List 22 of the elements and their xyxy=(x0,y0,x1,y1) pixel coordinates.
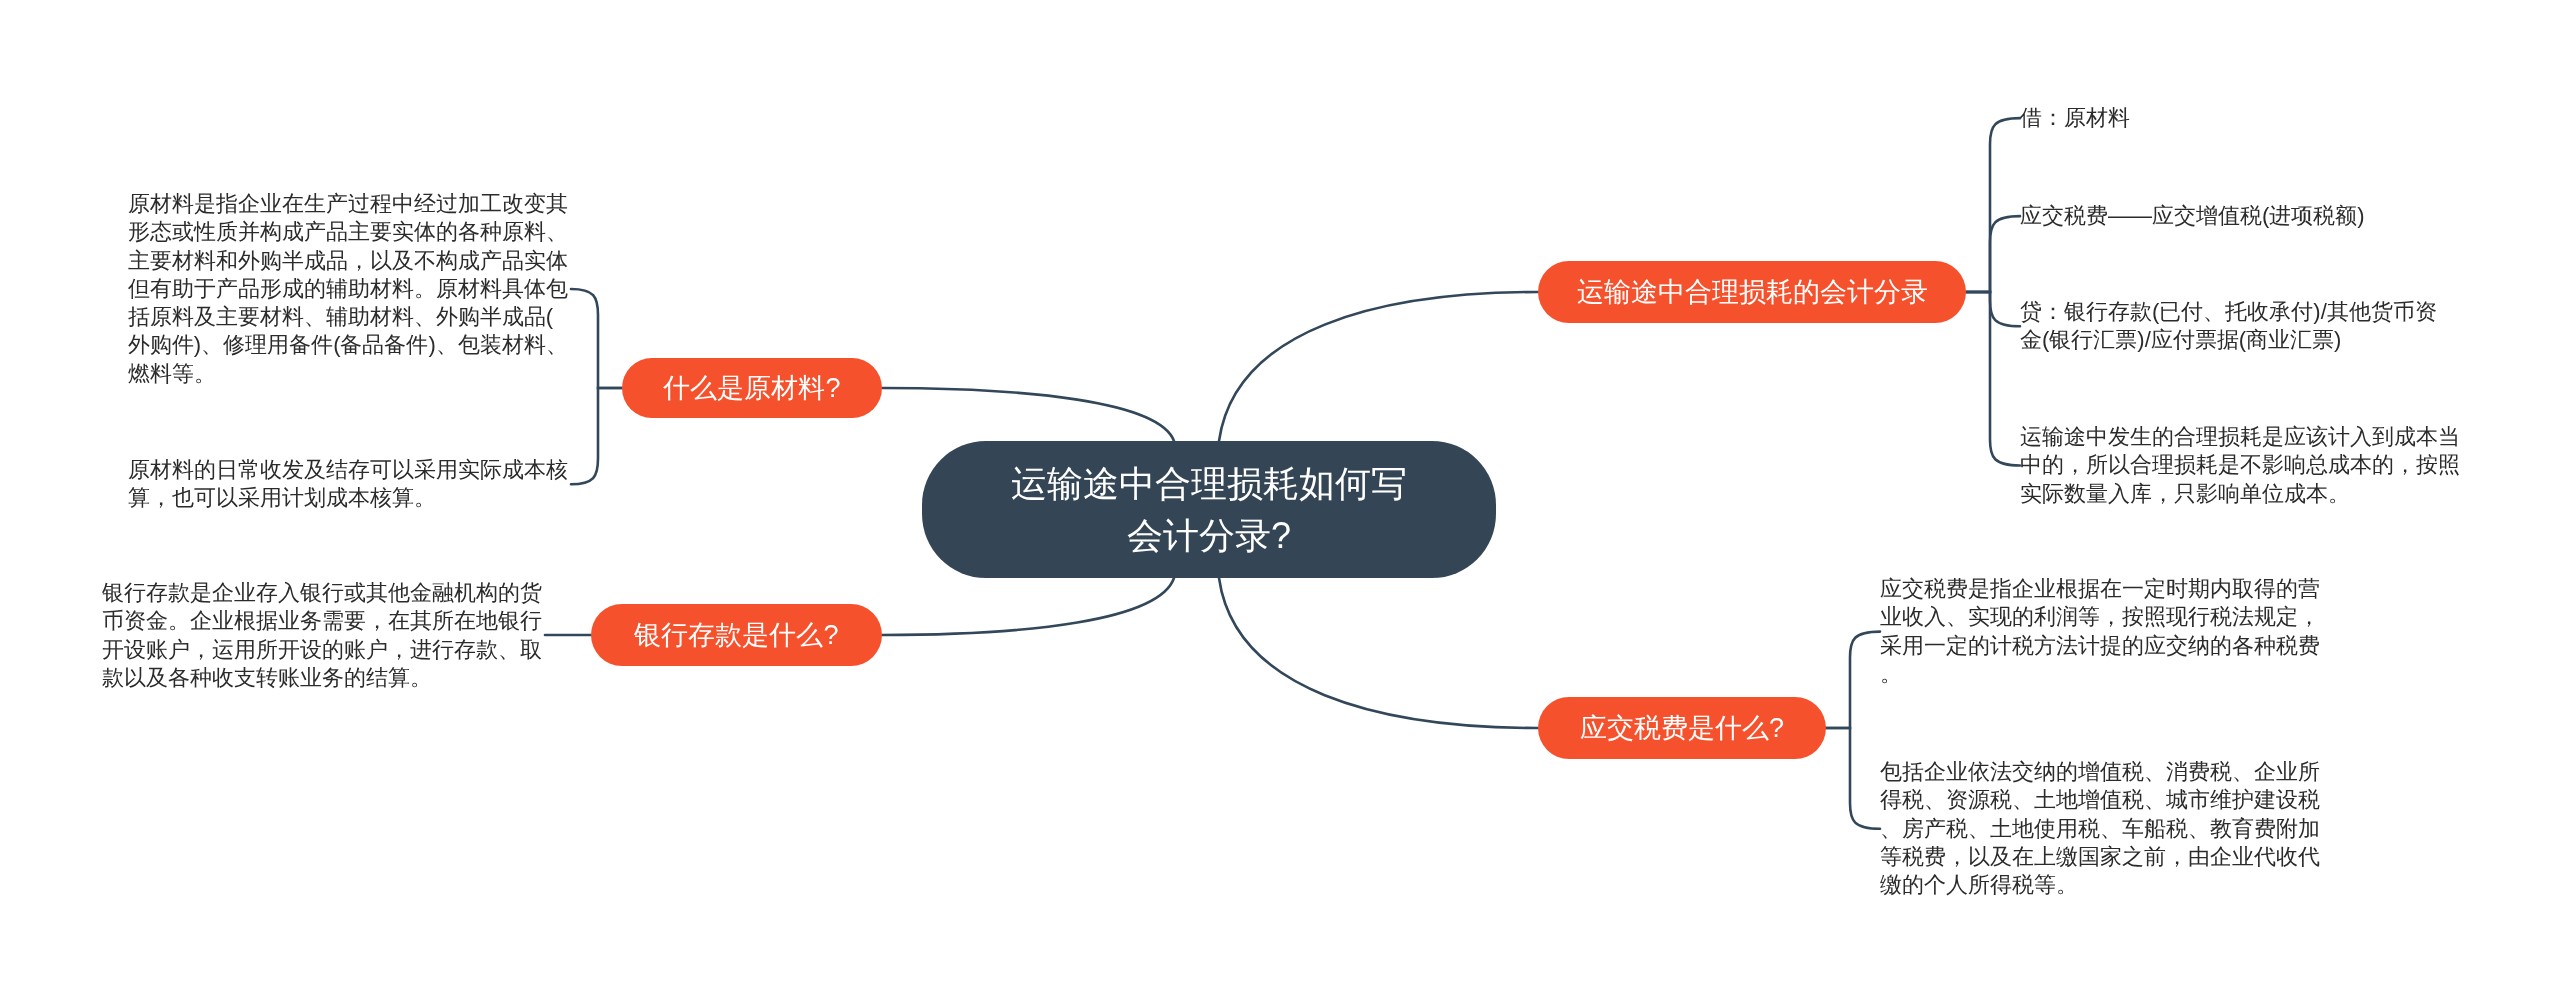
note-text: 应交税费是指企业根据在一定时期内取得的营业收入、实现的利润等，按照现行税法规定，采用一定的计税方法计提的应交纳的各种税费。 xyxy=(1880,575,2324,689)
topic-pill: 应交税费是什么? xyxy=(1538,697,1826,759)
connector-line xyxy=(880,386,1176,443)
note-text: 银行存款是企业存入银行或其他金融机构的货币资金。企业根据业务需要，在其所在地银行开设账户，运用所开设的账户，进行存款、取款以及各种收支转账业务的结算。 xyxy=(101,579,545,693)
note-text: 运输途中发生的合理损耗是应该计入到成本当中的，所以合理损耗是不影响总成本的，按照实际数量入库，只影响单位成本。 xyxy=(2020,423,2464,508)
topic-pill: 银行存款是什么? xyxy=(591,604,882,666)
connector-line xyxy=(1824,726,1882,831)
note-text: 应交税费——应交增值税(进项税额) xyxy=(2020,202,2365,231)
central-topic: 运输途中合理损耗如何写会计分录? xyxy=(922,441,1496,578)
note-text: 原材料的日常收发及结存可以采用实际成本核算，也可以采用计划成本核算。 xyxy=(127,456,571,513)
note-text: 包括企业依法交纳的增值税、消费税、企业所得税、资源税、土地增值税、城市维护建设税、房产税、土地使用税、车船税、教育费附加等税费，以及在上缴国家之前，由企业代收代缴的个人所得税等。 xyxy=(1880,758,2324,900)
topic-pill: 运输途中合理损耗的会计分录 xyxy=(1538,261,1966,323)
note-text: 贷：银行存款(已付、托收承付)/其他货币资金(银行汇票)/应付票据(商业汇票) xyxy=(2020,298,2450,355)
topic-pill: 什么是原材料? xyxy=(622,358,882,418)
connector-line xyxy=(880,576,1176,637)
connector-line xyxy=(569,386,624,486)
note-text: 原材料是指企业在生产过程中经过加工改变其形态或性质并构成产品主要实体的各种原料、主要材料和外购半成品，以及不构成产品实体但有助于产品形成的辅助材料。原材料具体包括原料及主要材料、辅助材料、外购半成品(外购件)、修理用备件(备品备件)、包装材料、燃料等。 xyxy=(127,190,571,389)
connector-line xyxy=(1964,290,2022,467)
connector-line xyxy=(1217,576,1540,730)
note-text: 借：原材料 xyxy=(2020,104,2130,133)
connector-line xyxy=(1217,290,1540,443)
connector-line xyxy=(543,633,593,637)
